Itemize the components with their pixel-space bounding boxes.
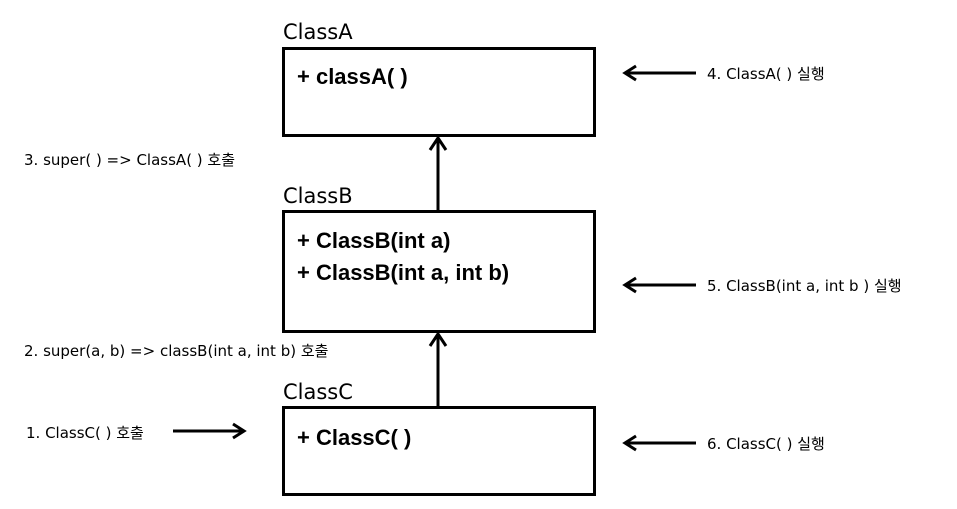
class-c-box: + ClassC( ) [282,406,596,496]
step-4-label: 4. ClassA( ) 실행 [707,65,825,83]
step-1-label: 1. ClassC( ) 호출 [26,424,144,442]
class-a-title: ClassA [283,20,353,44]
class-a-box: + classA( ) [282,47,596,137]
step-1-arrow-right-icon [173,422,247,440]
class-c-method-constructor: + ClassC( ) [297,425,412,450]
step-5-arrow-left-icon [622,276,696,294]
class-b-method-constructor-1: + ClassB(int a) [297,228,451,253]
class-c-title: ClassC [283,380,353,404]
inheritance-arrow-b-to-a [428,135,448,210]
step-6-label: 6. ClassC( ) 실행 [707,435,825,453]
step-4-arrow-left-icon [622,64,696,82]
step-6-arrow-left-icon [622,434,696,452]
step-2-label: 2. super(a, b) => classB(int a, int b) 호… [24,342,329,360]
class-b-box: + ClassB(int a) + ClassB(int a, int b) [282,210,596,333]
step-5-label: 5. ClassB(int a, int b ) 실행 [707,277,902,295]
class-b-title: ClassB [283,184,353,208]
class-b-method-constructor-2: + ClassB(int a, int b) [297,260,510,285]
inheritance-arrow-c-to-b [428,331,448,406]
step-3-label: 3. super( ) => ClassA( ) 호출 [24,151,236,169]
class-a-method-constructor: + classA( ) [297,64,408,89]
